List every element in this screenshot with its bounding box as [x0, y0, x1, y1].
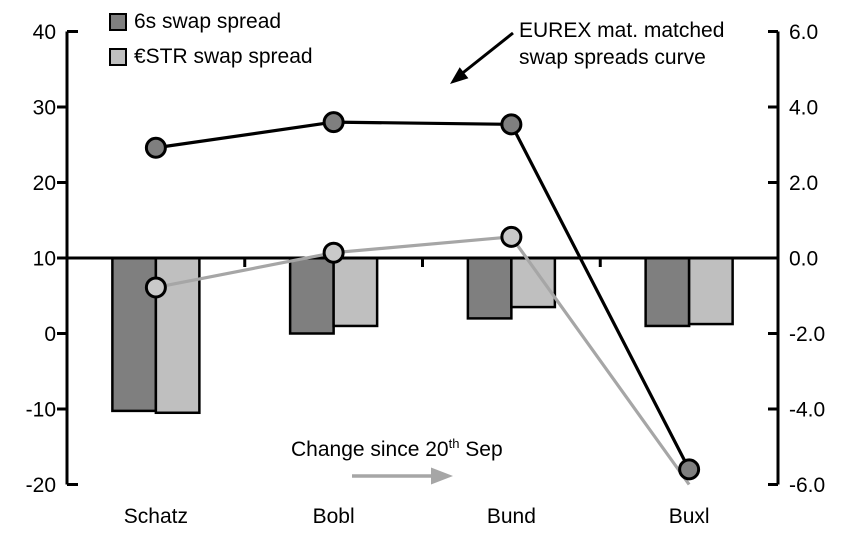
right-axis-label-4-0: 4.0: [789, 97, 818, 120]
marker-str-mat-matched-swap-spreads-curve-bund: [500, 225, 523, 248]
marker-str-mat-matched-swap-spreads-curve-schatz: [144, 276, 167, 299]
left-axis-label-30: 30: [33, 97, 56, 120]
category-label-bund: Bund: [487, 505, 536, 528]
change-annotation: Change since 20th Sep: [291, 436, 503, 462]
curve-annotation-arrow-shaft: [461, 31, 514, 75]
right-axis-label-2-0: -2.0: [789, 323, 825, 346]
change-annotation-arrow-head-icon: [431, 467, 453, 485]
legend: 6s swap spread €STR swap spread: [109, 8, 313, 78]
change-annotation-superscript: th: [448, 436, 460, 451]
legend-swatch-6s-icon: [109, 13, 127, 31]
category-label-buxl: Buxl: [669, 505, 710, 528]
left-axis-label-0: 0: [44, 323, 56, 346]
left-axis-label-20: -20: [26, 474, 56, 497]
right-axis-label-2-0: 2.0: [789, 172, 818, 195]
curve-annotation-line2: swap spreads curve: [519, 46, 706, 69]
marker-eurex-mat-matched-swap-spreads-curve-6s-bund: [500, 113, 523, 136]
left-axis-label-10: 10: [33, 248, 56, 271]
legend-item-6s-swap-spread: 6s swap spread: [109, 8, 313, 36]
bar-str-swap-spread-bobl: [332, 256, 379, 328]
curve-annotation-line1: EUREX mat. matched: [519, 19, 725, 42]
right-axis-label-6-0: 6.0: [789, 21, 818, 44]
line-eurex-mat-matched-swap-spreads-curve-6s: [155, 120, 691, 471]
category-label-bobl: Bobl: [313, 505, 355, 528]
bar-6s-swap-spread-bund: [466, 256, 513, 320]
marker-eurex-mat-matched-swap-spreads-curve-6s-bobl: [322, 111, 345, 134]
line-str-mat-matched-swap-spreads-curve: [155, 235, 691, 486]
category-label-schatz: Schatz: [124, 505, 188, 528]
legend-item-estr-swap-spread: €STR swap spread: [109, 43, 313, 71]
left-axis-label-40: 40: [33, 21, 56, 44]
bar-str-swap-spread-buxl: [687, 256, 734, 326]
change-annotation-suffix: Sep: [459, 438, 503, 461]
bar-6s-swap-spread-buxl: [644, 256, 691, 328]
bar-6s-swap-spread-bobl: [288, 256, 335, 335]
legend-label-estr: €STR swap spread: [134, 45, 313, 68]
right-axis-label-0-0: 0.0: [789, 248, 818, 271]
curve-annotation-arrow-head-icon: [450, 67, 469, 84]
right-axis-label-6-0: -6.0: [789, 474, 825, 497]
marker-str-mat-matched-swap-spreads-curve-bobl: [322, 241, 345, 264]
change-annotation-text: Change since 20: [291, 438, 449, 461]
curve-annotation: EUREX mat. matched swap spreads curve: [519, 17, 724, 71]
marker-eurex-mat-matched-swap-spreads-curve-6s-buxl: [678, 458, 701, 481]
legend-swatch-estr-icon: [109, 48, 127, 66]
left-axis-label-10: -10: [26, 399, 56, 422]
marker-eurex-mat-matched-swap-spreads-curve-6s-schatz: [144, 136, 167, 159]
legend-label-6s: 6s swap spread: [134, 10, 282, 33]
left-axis-label-20: 20: [33, 172, 56, 195]
right-axis-label-4-0: -4.0: [789, 399, 825, 422]
